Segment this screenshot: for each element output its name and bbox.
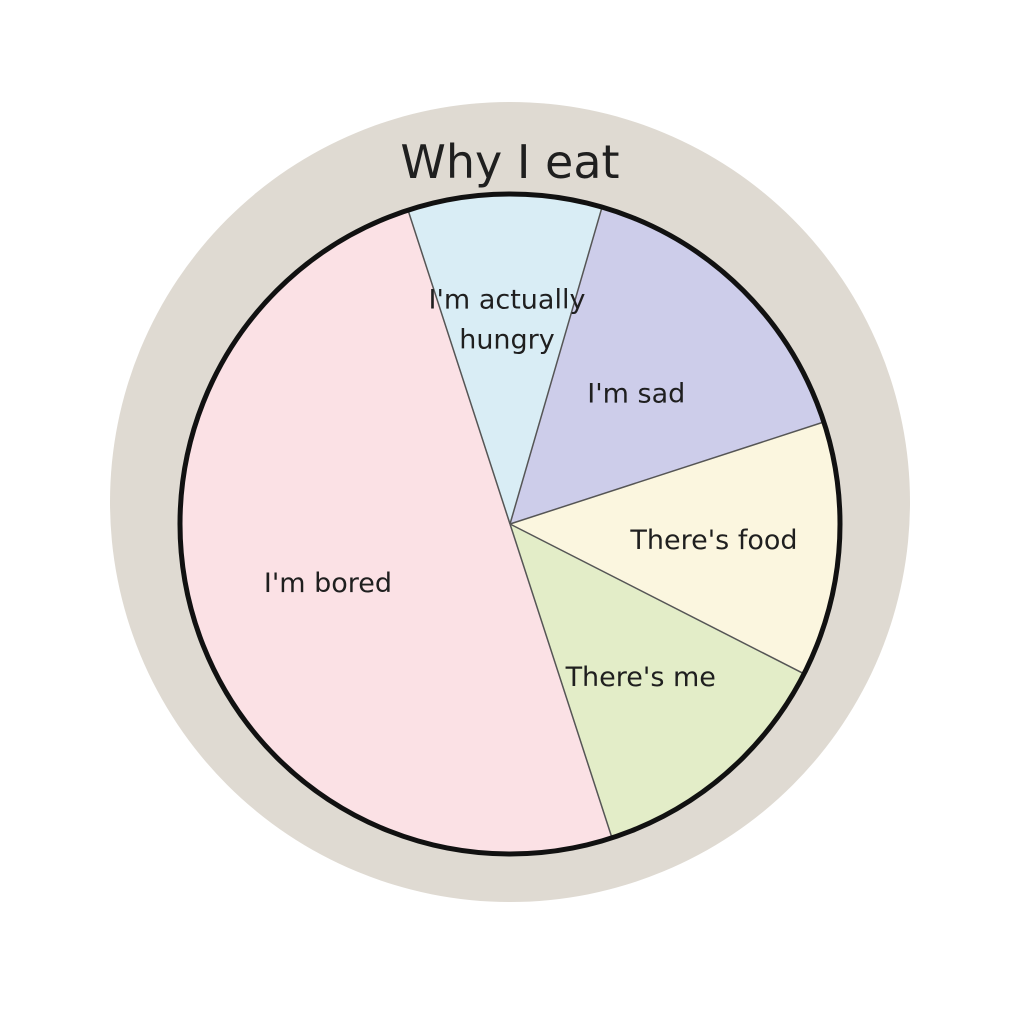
slice-divider xyxy=(509,523,805,675)
pie-slice xyxy=(510,422,840,674)
slice-dividers xyxy=(407,206,825,839)
slice-label: There's food xyxy=(629,525,797,556)
chart-title: Why I eat xyxy=(400,135,619,189)
pie-slices xyxy=(180,194,840,854)
slice-divider xyxy=(509,206,603,525)
pie-slice xyxy=(510,524,805,838)
slice-label: There's me xyxy=(565,662,716,693)
pie-slice xyxy=(510,207,824,524)
slice-divider xyxy=(509,523,613,839)
slice-label: I'm sad xyxy=(587,379,685,410)
pie-slice xyxy=(180,210,612,854)
pie-slice xyxy=(408,194,603,525)
slice-label: I'm bored xyxy=(264,568,392,599)
slice-divider xyxy=(509,421,825,525)
pie-outline xyxy=(177,191,843,857)
slice-divider xyxy=(407,209,511,525)
